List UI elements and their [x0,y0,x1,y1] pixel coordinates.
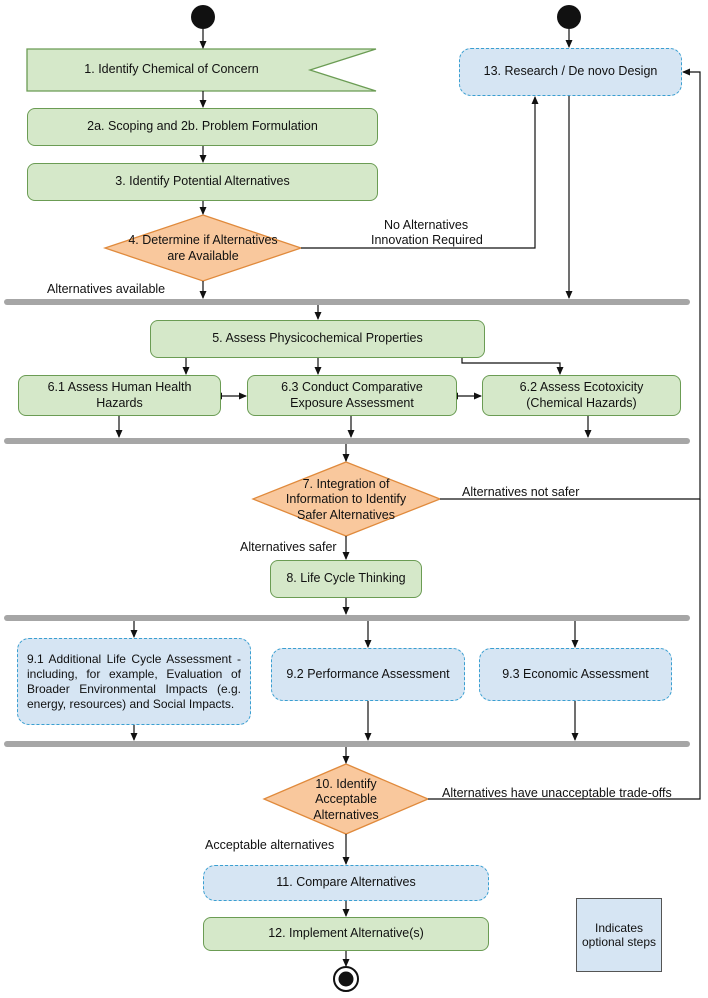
step12-box: 12. Implement Alternative(s) [203,917,489,951]
sync-bar-4 [4,741,690,747]
arrow-5-to-62 [461,358,564,375]
label-acceptable-alternatives: Acceptable alternatives [205,838,335,852]
step93-box: 9.3 Economic Assessment [479,648,672,701]
end-node-inner [338,971,354,987]
step5-box: 5. Assess Physicochemical Properties [150,320,485,358]
step91-box: 9.1 Additional Life Cycle Assessment - i… [17,638,251,725]
label-alternatives-safer: Alternatives safer [240,540,337,554]
step7-label: 7. Integration of Information to Identif… [285,476,407,522]
arrow-4-to-13 [301,96,539,249]
step2-box: 2a. Scoping and 2b. Problem Formulation [27,108,378,146]
step63-box: 6.3 Conduct Comparative Exposure Assessm… [247,375,457,416]
arrow-7-to-13 [440,68,701,500]
arrow-10-to-13 [428,499,701,800]
start-node-left [191,5,215,29]
start-node-right [557,5,581,29]
step3-box: 3. Identify Potential Alternatives [27,163,378,201]
step92-box: 9.2 Performance Assessment [271,648,465,701]
legend-text: Indicates optional steps [581,921,657,950]
step10-label: 10. Identify Acceptable Alternatives [313,776,379,822]
step4-label: 4. Determine if Alternatives are Availab… [128,233,278,263]
step13-box: 13. Research / De novo Design [459,48,682,96]
step1-flag-shape [26,48,377,92]
sync-bar-1 [4,299,690,305]
label-innovation-required: Innovation Required [371,233,483,247]
label-alternatives-not-safer: Alternatives not safer [462,485,580,499]
step1-label: 1. Identify Chemical of Concern [84,62,259,77]
label-no-alternatives: No Alternatives [384,218,469,232]
step61-box: 6.1 Assess Human Health Hazards [18,375,221,416]
step62-box: 6.2 Assess Ecotoxicity (Chemical Hazards… [482,375,681,416]
sync-bar-2 [4,438,690,444]
label-unacceptable-tradeoffs: Alternatives have unacceptable trade-off… [442,786,672,800]
legend-box: Indicates optional steps [576,898,662,972]
step11-box: 11. Compare Alternatives [203,865,489,901]
label-alternatives-available: Alternatives available [47,282,166,296]
connectors [115,29,701,967]
step8-box: 8. Life Cycle Thinking [270,560,422,598]
sync-bar-3 [4,615,690,621]
